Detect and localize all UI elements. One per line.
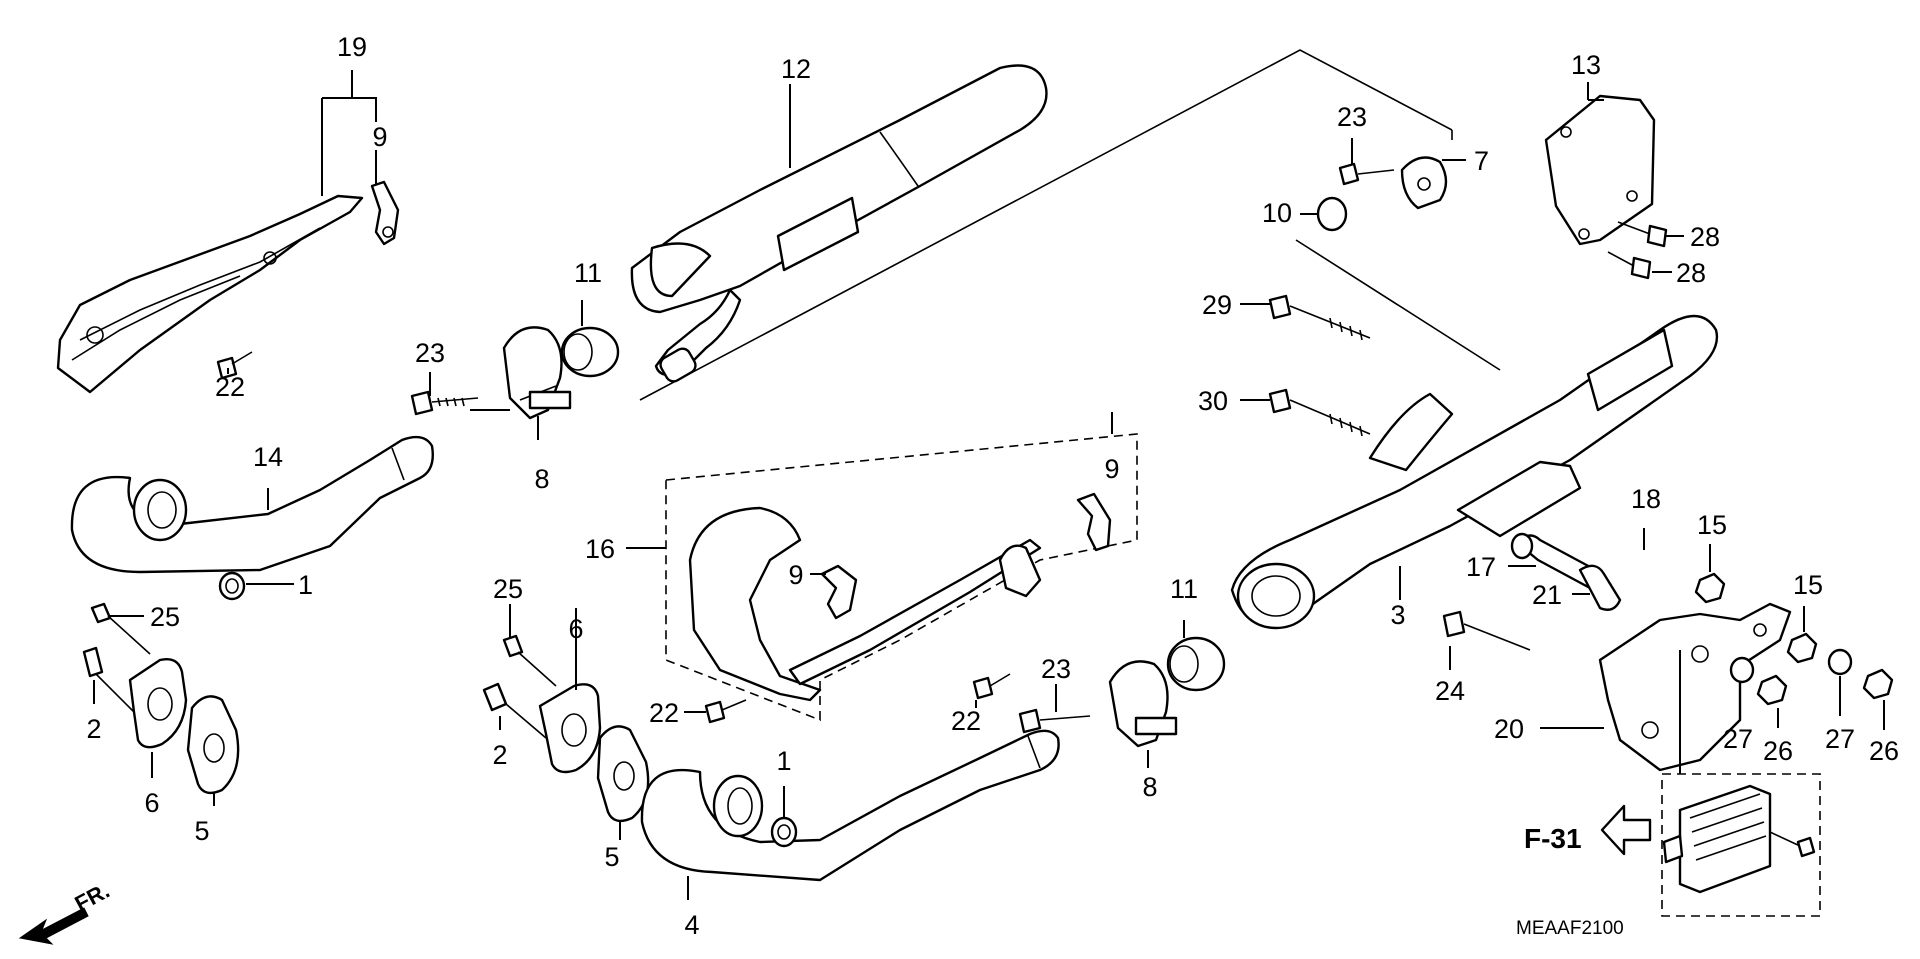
callout-25-center: 25 bbox=[493, 574, 523, 604]
callout-26-right: 26 bbox=[1869, 736, 1899, 766]
clamp-8-top bbox=[502, 326, 572, 420]
callout-20: 20 bbox=[1494, 714, 1524, 744]
bracket-plate-13 bbox=[1544, 94, 1656, 246]
callout-23-bottom: 23 bbox=[1041, 654, 1071, 684]
bracket-7 bbox=[1400, 156, 1448, 210]
callout-16: 16 bbox=[585, 534, 615, 564]
callout-24: 24 bbox=[1435, 676, 1465, 706]
flange-group-left bbox=[82, 602, 240, 795]
callout-6-left: 6 bbox=[144, 788, 159, 818]
bolt-22-lower-right bbox=[972, 673, 1011, 700]
nut-26-left bbox=[1756, 674, 1788, 706]
collar-17 bbox=[1510, 532, 1534, 560]
callout-labels: 19 9 22 12 11 23 8 14 1 25 2 6 5 16 9 9 … bbox=[86, 32, 1899, 940]
callout-3: 3 bbox=[1390, 600, 1405, 630]
exhaust-pipe-14 bbox=[70, 435, 434, 574]
rubber-mount-10 bbox=[1316, 196, 1348, 232]
callout-25-left: 25 bbox=[150, 602, 180, 632]
callout-30: 30 bbox=[1198, 386, 1228, 416]
figure-code: MEAAF2100 bbox=[1516, 918, 1624, 939]
gasket-1-left bbox=[218, 571, 246, 601]
callout-4: 4 bbox=[684, 910, 699, 940]
callout-8-bottom: 8 bbox=[1142, 772, 1157, 802]
callout-15-right: 15 bbox=[1793, 570, 1823, 600]
callout-29: 29 bbox=[1202, 290, 1232, 320]
collar-21 bbox=[1578, 564, 1622, 611]
bolt-23-top bbox=[410, 390, 479, 416]
callout-9-mid: 9 bbox=[788, 560, 803, 590]
callout-12: 12 bbox=[781, 54, 811, 84]
callout-6-center: 6 bbox=[568, 614, 583, 644]
gasket-ring-11-bottom bbox=[1166, 636, 1226, 692]
gasket-ring-11-top bbox=[560, 326, 620, 378]
bracket-20 bbox=[1598, 602, 1792, 772]
callout-22-lower-right: 22 bbox=[951, 706, 981, 736]
callout-8-top: 8 bbox=[534, 464, 549, 494]
callout-27-right: 27 bbox=[1825, 724, 1855, 754]
callout-5-left: 5 bbox=[194, 816, 209, 846]
flange-group-center bbox=[482, 634, 650, 823]
callout-26-left: 26 bbox=[1763, 736, 1793, 766]
callout-9-top-left: 9 bbox=[372, 122, 387, 152]
muffler-lower bbox=[1230, 314, 1719, 630]
callout-27-left: 27 bbox=[1723, 724, 1753, 754]
callout-1-center: 1 bbox=[776, 746, 791, 776]
clamp-8-bottom bbox=[1108, 660, 1178, 748]
callout-5-center: 5 bbox=[604, 842, 619, 872]
nut-26-right bbox=[1862, 668, 1894, 700]
bolt-24 bbox=[1442, 610, 1531, 651]
callout-22-upper-left: 22 bbox=[215, 372, 245, 402]
callout-17: 17 bbox=[1466, 552, 1496, 582]
callout-1-left: 1 bbox=[298, 570, 313, 600]
callout-28-upper: 28 bbox=[1690, 222, 1720, 252]
clip-9-mid bbox=[820, 564, 858, 620]
bolt-22-lower-left bbox=[704, 699, 747, 724]
bolt-23-right bbox=[1338, 162, 1395, 186]
heat-shield-lower bbox=[665, 433, 1138, 722]
heat-shield-left bbox=[56, 194, 364, 394]
washer-27-right bbox=[1827, 648, 1853, 676]
nut-15-left bbox=[1694, 572, 1726, 604]
bolt-30 bbox=[1268, 388, 1371, 437]
callout-7: 7 bbox=[1474, 146, 1489, 176]
callout-13: 13 bbox=[1571, 50, 1601, 80]
reference-label: F-31 bbox=[1524, 823, 1582, 854]
front-arrow-icon bbox=[18, 907, 89, 945]
callout-10: 10 bbox=[1262, 198, 1292, 228]
bolt-23-bottom bbox=[1018, 708, 1091, 734]
callout-9-right: 9 bbox=[1104, 454, 1119, 484]
muffler-upper bbox=[630, 64, 1048, 383]
callout-19: 19 bbox=[337, 32, 367, 62]
bolt-28-lower bbox=[1607, 251, 1652, 280]
clip-9-top-left bbox=[370, 180, 400, 246]
callout-28-lower: 28 bbox=[1676, 258, 1706, 288]
callout-2-center: 2 bbox=[492, 740, 507, 770]
callout-2-left: 2 bbox=[86, 714, 101, 744]
bolt-28-upper bbox=[1617, 221, 1668, 248]
gasket-1-center bbox=[770, 816, 798, 848]
callout-11-bottom: 11 bbox=[1170, 574, 1198, 604]
front-marker-label: FR. bbox=[71, 878, 114, 917]
callout-11-top: 11 bbox=[574, 258, 602, 288]
callout-15-left: 15 bbox=[1697, 510, 1727, 540]
washer-27-left bbox=[1729, 656, 1755, 684]
callout-21: 21 bbox=[1532, 580, 1562, 610]
reference-arrow-icon bbox=[1600, 804, 1652, 856]
callout-18: 18 bbox=[1631, 484, 1661, 514]
bolt-29 bbox=[1268, 294, 1371, 341]
clip-9-right bbox=[1076, 492, 1112, 552]
callout-23-top: 23 bbox=[415, 338, 445, 368]
reference-box bbox=[1661, 773, 1821, 917]
callout-14: 14 bbox=[253, 442, 283, 472]
callout-23-right: 23 bbox=[1337, 102, 1367, 132]
leader-lines bbox=[93, 49, 1885, 900]
exhaust-pipe-4 bbox=[640, 729, 1060, 882]
callout-22-lower-left: 22 bbox=[649, 698, 679, 728]
nut-15-right bbox=[1786, 632, 1818, 664]
